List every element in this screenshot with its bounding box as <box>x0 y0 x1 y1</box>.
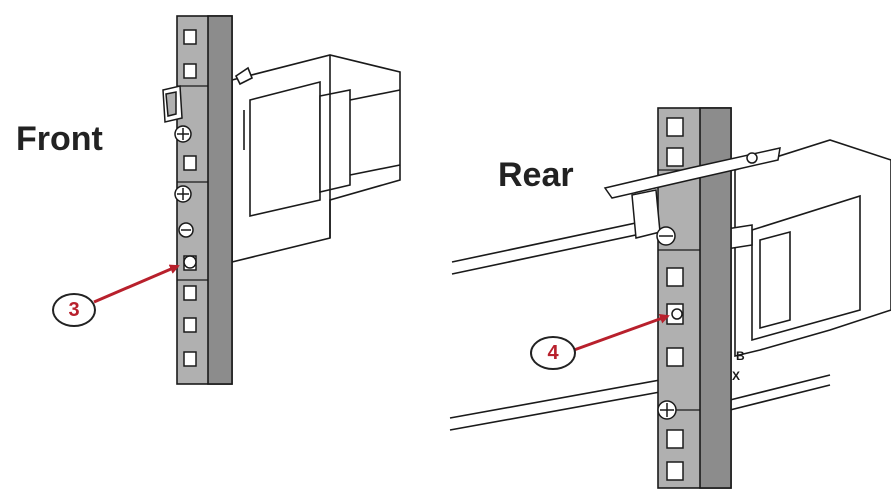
rear-mounting-screws <box>656 226 683 420</box>
rear-rail-lines <box>449 219 831 431</box>
rear-rail-marking-b: B <box>736 349 745 363</box>
rear-rail-bracket <box>719 139 891 358</box>
callout-number: 3 <box>68 298 80 321</box>
front-mounting-screws <box>174 125 197 269</box>
mounting-screw-icon <box>183 255 197 269</box>
mounting-screw-icon <box>178 222 194 238</box>
callout-number: 4 <box>547 341 559 364</box>
mounting-screw-icon <box>174 125 192 143</box>
rear-rail-marking-x: X <box>732 369 740 383</box>
rear-top-bracket <box>603 147 781 239</box>
callout-4: 4 <box>530 336 576 370</box>
rear-post-holes <box>666 117 684 481</box>
front-view <box>93 15 401 385</box>
mounting-screw-icon <box>174 185 192 203</box>
mounting-screw-icon <box>657 400 677 420</box>
rear-view: B X <box>449 107 891 489</box>
front-rail-bracket <box>231 54 401 264</box>
callout-3: 3 <box>52 293 96 327</box>
rear-pointer-arrow <box>573 314 670 352</box>
front-pointer-arrow <box>93 264 180 304</box>
rear-view-label: Rear <box>498 156 574 194</box>
front-latch-clip <box>162 85 183 123</box>
front-view-label: Front <box>16 120 103 158</box>
mounting-screw-icon <box>656 226 676 246</box>
